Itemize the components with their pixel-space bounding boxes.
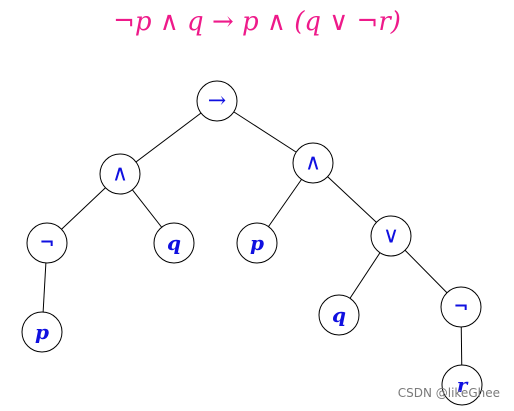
node-label-and: ∧ xyxy=(305,151,321,176)
node-circle xyxy=(441,364,483,406)
node-circle xyxy=(440,286,482,328)
tree-node-and-right: ∧ xyxy=(292,142,334,184)
tree-node-r: r xyxy=(441,364,483,406)
node-circle xyxy=(236,222,278,264)
tree-node-q-bottom: q xyxy=(318,294,360,336)
node-circle xyxy=(370,215,412,257)
node-label-and: ∧ xyxy=(112,162,128,187)
node-label-or: ∨ xyxy=(383,224,399,249)
tree-node-p-right: p xyxy=(236,222,278,264)
node-circle xyxy=(292,142,334,184)
node-label-implies: → xyxy=(208,89,226,114)
node-label-q: q xyxy=(167,231,181,255)
node-circle xyxy=(21,311,63,353)
tree-node-not-p: ¬ xyxy=(26,222,68,264)
node-label-q: q xyxy=(332,303,346,327)
tree-node-q-left: q xyxy=(153,222,195,264)
node-circle xyxy=(99,153,141,195)
formula-title: ¬p ∧ q → p ∧ (q ∨ ¬r) xyxy=(113,7,401,37)
node-label-r: r xyxy=(457,373,469,397)
tree-node-and-left: ∧ xyxy=(99,153,141,195)
node-label-not: ¬ xyxy=(453,297,468,318)
node-label-p: p xyxy=(250,231,264,255)
tree-node-not-r: ¬ xyxy=(440,286,482,328)
node-label-p: p xyxy=(35,320,49,344)
node-circle xyxy=(318,294,360,336)
tree-node-p-bottom: p xyxy=(21,311,63,353)
node-circle xyxy=(26,222,68,264)
tree-node-or: ∨ xyxy=(370,215,412,257)
watermark-text: CSDN @likeGhee xyxy=(397,386,500,400)
node-circle xyxy=(153,222,195,264)
node-circle xyxy=(196,80,238,122)
tree-node-root: → xyxy=(196,80,238,122)
node-label-not: ¬ xyxy=(39,233,54,254)
